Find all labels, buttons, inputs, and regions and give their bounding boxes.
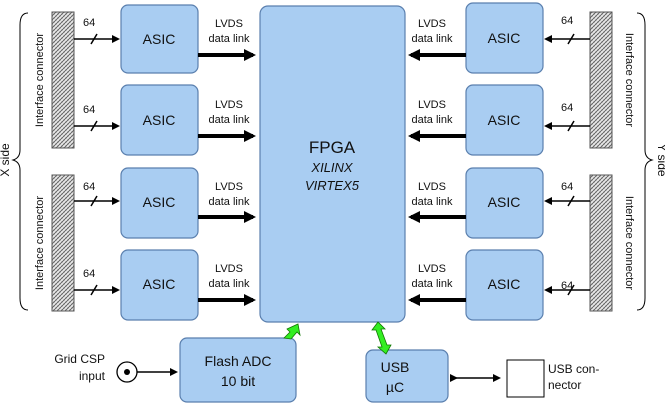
asic-channel-y3: 64 ASIC LVDS data link — [408, 167, 590, 239]
asic-channel-x3: 64 ASIC LVDS data link — [74, 167, 256, 239]
adc-fpga-link-arrow — [283, 323, 301, 340]
asic-label: ASIC — [143, 31, 176, 47]
svg-text:64: 64 — [561, 102, 573, 114]
svg-text:64: 64 — [83, 104, 95, 116]
flash-adc-line2: 10 bit — [221, 373, 255, 389]
asic-label: ASIC — [143, 276, 176, 292]
asic-block — [465, 167, 544, 239]
asic-block — [120, 84, 199, 156]
fpga-usb-link-arrow — [371, 321, 392, 355]
flash-adc-line1: Flash ADC — [205, 353, 272, 369]
asic-block — [120, 4, 199, 74]
x-connector-label-top: Interface connector — [34, 33, 46, 128]
y-connector-label-bottom: Interface connector — [623, 196, 635, 291]
asic-label: ASIC — [488, 112, 521, 128]
svg-text:LVDS: LVDS — [215, 99, 243, 111]
svg-text:data link: data link — [412, 278, 453, 290]
asic-channel-x4: 64 ASIC LVDS data link — [74, 249, 256, 321]
asic-block — [120, 167, 199, 239]
asic-channel-x1: 64 ASIC LVDS data link — [74, 4, 256, 74]
grid-input-line2: input — [79, 369, 106, 383]
usb-connector-line2: nector — [548, 378, 581, 392]
asic-block — [120, 249, 199, 321]
svg-text:data link: data link — [209, 33, 250, 45]
svg-text:64: 64 — [83, 181, 95, 193]
asic-label: ASIC — [488, 276, 521, 292]
svg-text:64: 64 — [561, 15, 573, 27]
y-interface-connector-bottom — [589, 174, 613, 312]
svg-text:data link: data link — [209, 196, 250, 208]
svg-text:LVDS: LVDS — [418, 263, 446, 275]
asic-label: ASIC — [143, 194, 176, 210]
svg-text:LVDS: LVDS — [215, 263, 243, 275]
svg-text:LVDS: LVDS — [418, 181, 446, 193]
y-interface-connector-top — [589, 11, 613, 149]
usb-connector-line1: USB con- — [548, 362, 599, 376]
usb-uc-line2: µC — [386, 379, 404, 395]
svg-text:data link: data link — [209, 114, 250, 126]
svg-text:LVDS: LVDS — [215, 18, 243, 30]
usb-uc-block — [365, 349, 449, 403]
y-connector-label-top: Interface connector — [623, 33, 635, 128]
svg-text:64: 64 — [83, 17, 95, 29]
svg-text:64: 64 — [561, 280, 573, 292]
fpga-title: FPGA — [309, 138, 356, 157]
svg-text:data link: data link — [412, 196, 453, 208]
fpga-vendor: XILINX — [310, 160, 354, 175]
y-side-brace — [636, 12, 654, 311]
usb-uc-line1: USB — [381, 359, 410, 375]
svg-text:data link: data link — [412, 33, 453, 45]
asic-block — [465, 84, 544, 156]
fpga-family: VIRTEX5 — [305, 178, 360, 193]
grid-input-line1: Grid CSP — [54, 352, 105, 366]
asic-label: ASIC — [143, 112, 176, 128]
svg-text:data link: data link — [209, 278, 250, 290]
usb-connector-box — [506, 359, 545, 398]
x-interface-connector-top — [51, 11, 75, 149]
svg-text:LVDS: LVDS — [215, 181, 243, 193]
fpga-block — [259, 5, 406, 323]
flash-adc-block — [179, 337, 297, 403]
asic-block — [465, 2, 544, 74]
svg-text:LVDS: LVDS — [418, 99, 446, 111]
asic-channel-y1: 64 ASIC LVDS data link — [408, 2, 590, 74]
grid-input-connector-pin — [124, 369, 130, 375]
asic-channel-y4: 64 ASIC LVDS data link — [408, 249, 590, 321]
svg-text:64: 64 — [561, 181, 573, 193]
svg-text:LVDS: LVDS — [418, 18, 446, 30]
asic-channel-x2: 64 ASIC LVDS data link — [74, 84, 256, 156]
x-side-label: X side — [0, 143, 12, 177]
y-side-label: Y side — [655, 143, 665, 176]
svg-text:64: 64 — [83, 268, 95, 280]
x-interface-connector-bottom — [51, 174, 75, 312]
x-connector-label-bottom: Interface connector — [34, 196, 46, 291]
asic-block — [465, 249, 544, 321]
svg-text:data link: data link — [412, 114, 453, 126]
asic-channel-y2: 64 ASIC LVDS data link — [408, 84, 590, 156]
x-side-brace — [11, 12, 29, 311]
asic-label: ASIC — [488, 30, 521, 46]
asic-label: ASIC — [488, 194, 521, 210]
